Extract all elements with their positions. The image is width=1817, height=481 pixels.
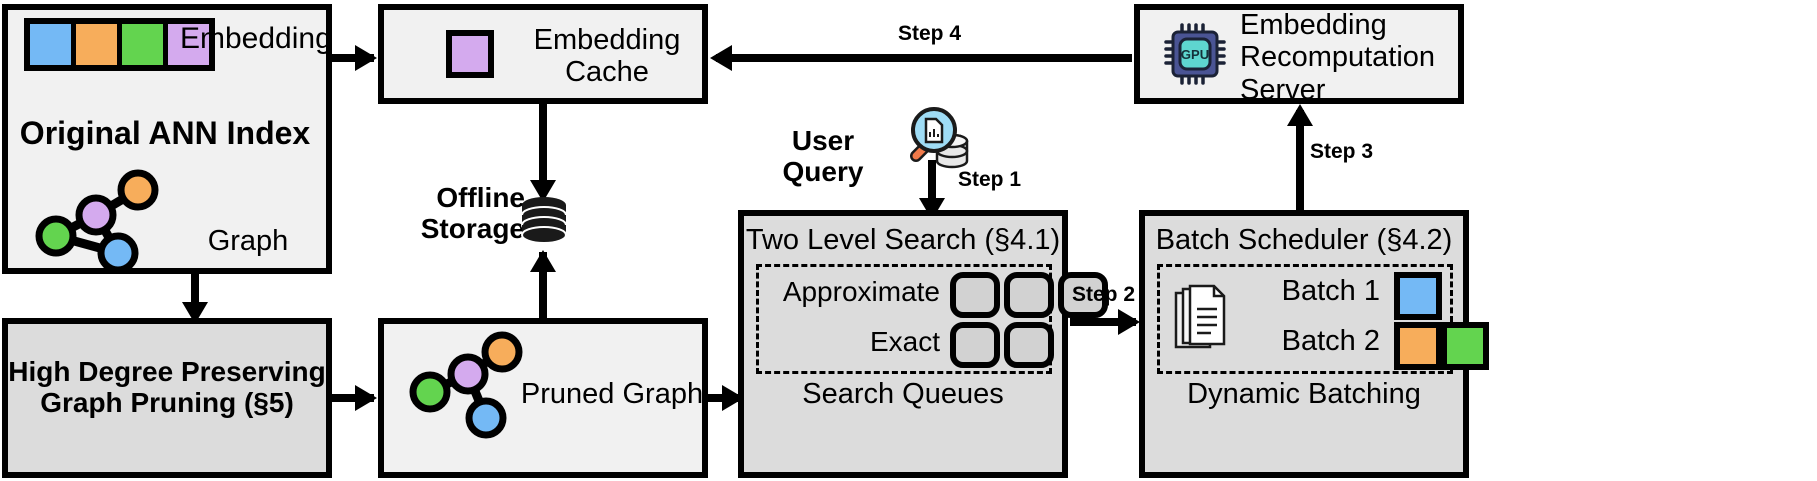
arrow-index-to-cache <box>332 54 374 62</box>
recomputation-server-title: Embedding Recomputation Server <box>1240 9 1436 106</box>
queue-slot[interactable] <box>1004 272 1054 318</box>
documents-stack-icon <box>1174 284 1226 349</box>
embedding-cell-purple <box>168 24 209 65</box>
embedding-cache-swatch <box>446 30 494 78</box>
embedding-cell-green <box>122 24 163 65</box>
pruned-graph-illustration <box>409 331 523 439</box>
arrow-cache-to-storage <box>539 104 547 192</box>
arrowhead-pruned-to-storage <box>530 250 556 272</box>
step4-label: Step 4 <box>898 22 962 45</box>
arrowhead-search-to-scheduler <box>1118 309 1140 335</box>
arrowhead-server-to-cache <box>710 45 732 71</box>
queue-slot[interactable] <box>950 322 1000 368</box>
arrowhead-cache-to-storage <box>530 180 556 202</box>
arrowhead-index-to-cache <box>355 45 377 71</box>
arrowhead-pruning-to-pruned <box>355 385 377 411</box>
approximate-label: Approximate <box>782 276 940 307</box>
queue-slot[interactable] <box>1058 272 1108 318</box>
step3-label: Step 3 <box>1310 140 1374 163</box>
graph-label: Graph <box>207 225 289 257</box>
search-queues-footer: Search Queues <box>802 378 1004 410</box>
two-level-search-box <box>738 210 1068 478</box>
gpu-chip-icon: GPU <box>1164 23 1226 85</box>
exact-queue-slots <box>950 322 1054 368</box>
graph-pruning-box <box>2 318 332 478</box>
embedding-cell-blue <box>30 24 71 65</box>
batch-2-label: Batch 2 <box>1281 325 1380 357</box>
arrow-index-to-pruning <box>191 274 199 316</box>
two-level-search-title: Two Level Search (§4.1) <box>745 224 1061 256</box>
queue-slot[interactable] <box>950 272 1000 318</box>
batch-2-swatch-green <box>1441 322 1489 370</box>
original-graph-illustration <box>35 169 159 268</box>
embedding-cache-title: Embedding Cache <box>533 24 681 89</box>
arrow-server-to-cache <box>716 54 1132 62</box>
step2-label: Step 2 <box>1072 283 1136 306</box>
approximate-queue-slots <box>950 272 1108 318</box>
dynamic-batching-dashed-region <box>1157 264 1453 374</box>
batch-2-swatch-orange <box>1394 322 1442 370</box>
user-query-label: User Query <box>782 125 864 188</box>
dynamic-batching-footer: Dynamic Batching <box>1187 378 1421 410</box>
embedding-swatch-strip <box>24 18 215 71</box>
arrow-pruning-to-pruned <box>332 394 374 402</box>
arrowhead-scheduler-to-server <box>1287 104 1313 126</box>
svg-text:GPU: GPU <box>1181 47 1209 62</box>
arrow-pruned-to-storage <box>539 252 547 320</box>
pruned-graph-title: Pruned Graph <box>520 378 704 410</box>
exact-label: Exact <box>869 326 940 357</box>
search-queues-dashed-region <box>756 264 1052 374</box>
arrow-query-to-search <box>928 160 936 210</box>
batch-scheduler-title: Batch Scheduler (§4.2) <box>1155 224 1453 256</box>
original-ann-index-title: Original ANN Index <box>19 115 311 151</box>
embedding-cache-box <box>378 4 708 104</box>
graph-pruning-title: High Degree Preserving Graph Pruning (§5… <box>8 356 326 419</box>
embedding-cell-orange <box>76 24 117 65</box>
magnifier-document-database-icon <box>910 107 969 169</box>
arrow-scheduler-to-server <box>1296 110 1304 214</box>
recomputation-server-box <box>1134 4 1464 104</box>
batch-1-swatch-blue <box>1394 272 1442 320</box>
arrow-search-to-scheduler <box>1070 318 1136 326</box>
database-cylinder-icon <box>521 197 567 244</box>
queue-slot[interactable] <box>1004 322 1054 368</box>
embedding-label: Embedding <box>180 22 332 55</box>
offline-storage-label: Offline Storage <box>420 182 525 245</box>
step1-label: Step 1 <box>958 168 1022 191</box>
batch-1-label: Batch 1 <box>1281 275 1380 307</box>
